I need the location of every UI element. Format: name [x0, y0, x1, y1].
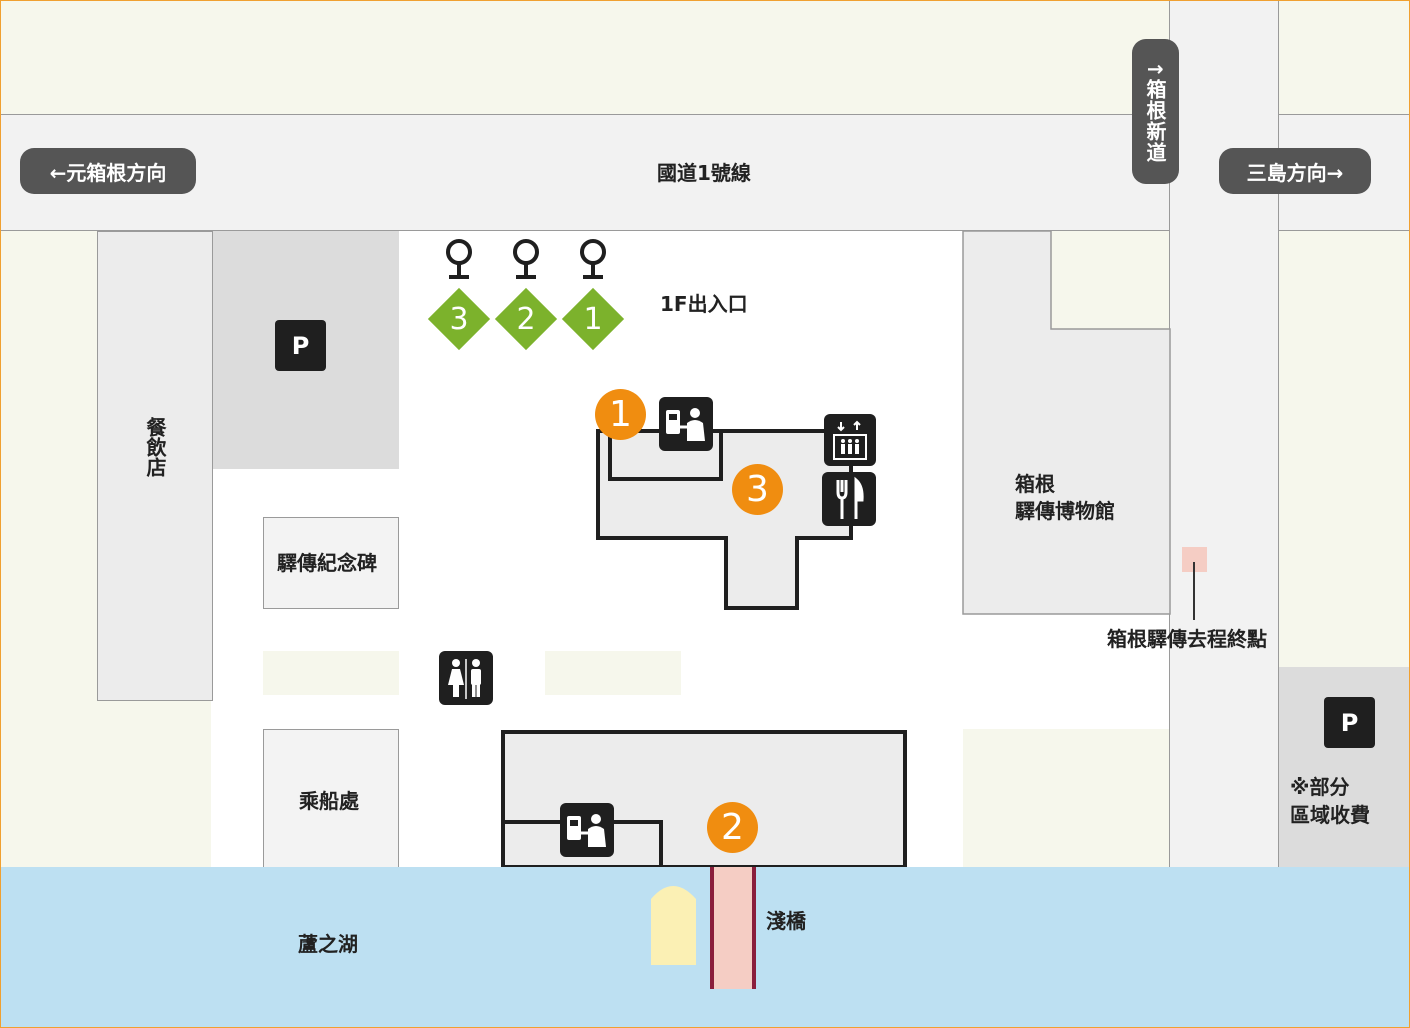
boarding-place-label: 乘船處	[299, 789, 359, 813]
direction-motohakone: ←元箱根方向	[20, 148, 196, 194]
ticket-counter-icon-1	[659, 397, 713, 451]
museum-label-line1: 箱根	[1015, 472, 1055, 496]
green-area-top-right	[1279, 1, 1409, 114]
green-area-lower-right	[963, 729, 1169, 867]
entrance-3-number: 3	[449, 301, 469, 337]
restaurant-icon	[822, 472, 876, 526]
green-area-top	[1, 1, 1169, 114]
boarding-place-building	[263, 729, 399, 869]
pier	[710, 867, 756, 989]
partial-fee-line1: ※部分	[1290, 775, 1350, 799]
entrance-2-number: 2	[516, 301, 536, 337]
parking-icon-left: P	[275, 320, 326, 371]
area-2-marker: 2	[707, 802, 758, 853]
national-route-label: 國道1號線	[657, 161, 751, 185]
green-area-museum-notch	[1051, 231, 1169, 329]
partial-fee-line2: 區域收費	[1290, 803, 1370, 827]
direction-mishima-label: 三島方向→	[1246, 160, 1344, 185]
restaurant-label: 餐飲店	[143, 417, 167, 477]
finish-point-label: 箱根驛傳去程終點	[1107, 627, 1267, 651]
green-patch-left	[263, 651, 399, 695]
direction-motohakone-label: ←元箱根方向	[49, 160, 167, 185]
ticket-counter-icon-2	[560, 803, 614, 857]
direction-hakone-bypass: ↑箱根新道	[1132, 39, 1179, 184]
ekiden-monument-label: 驛傳紀念碑	[277, 551, 377, 575]
ekiden-monument-building	[263, 517, 399, 609]
area-1-marker: 1	[595, 389, 646, 440]
lake-label: 蘆之湖	[298, 932, 358, 956]
entrance-1-number: 1	[583, 301, 603, 337]
parking-icon-right: P	[1324, 697, 1375, 748]
green-area-right	[1279, 231, 1409, 667]
entrance-label: 1F出入口	[660, 292, 748, 316]
green-patch-center	[545, 651, 681, 695]
museum-label-line2: 驛傳博物館	[1015, 499, 1115, 523]
parking-symbol-left: P	[291, 331, 310, 360]
area-3-marker: 3	[732, 464, 783, 515]
restaurant-building	[97, 231, 213, 701]
restroom-icon	[439, 651, 493, 705]
hakone-bypass-label: ↑箱根新道	[1143, 60, 1167, 163]
finish-point-leader-line	[1193, 562, 1195, 620]
lake-ashi	[1, 867, 1409, 1027]
elevator-icon	[824, 414, 876, 466]
direction-mishima: 三島方向→	[1219, 148, 1371, 194]
parking-symbol-right: P	[1340, 708, 1359, 737]
pier-label: 淺橋	[766, 909, 806, 933]
